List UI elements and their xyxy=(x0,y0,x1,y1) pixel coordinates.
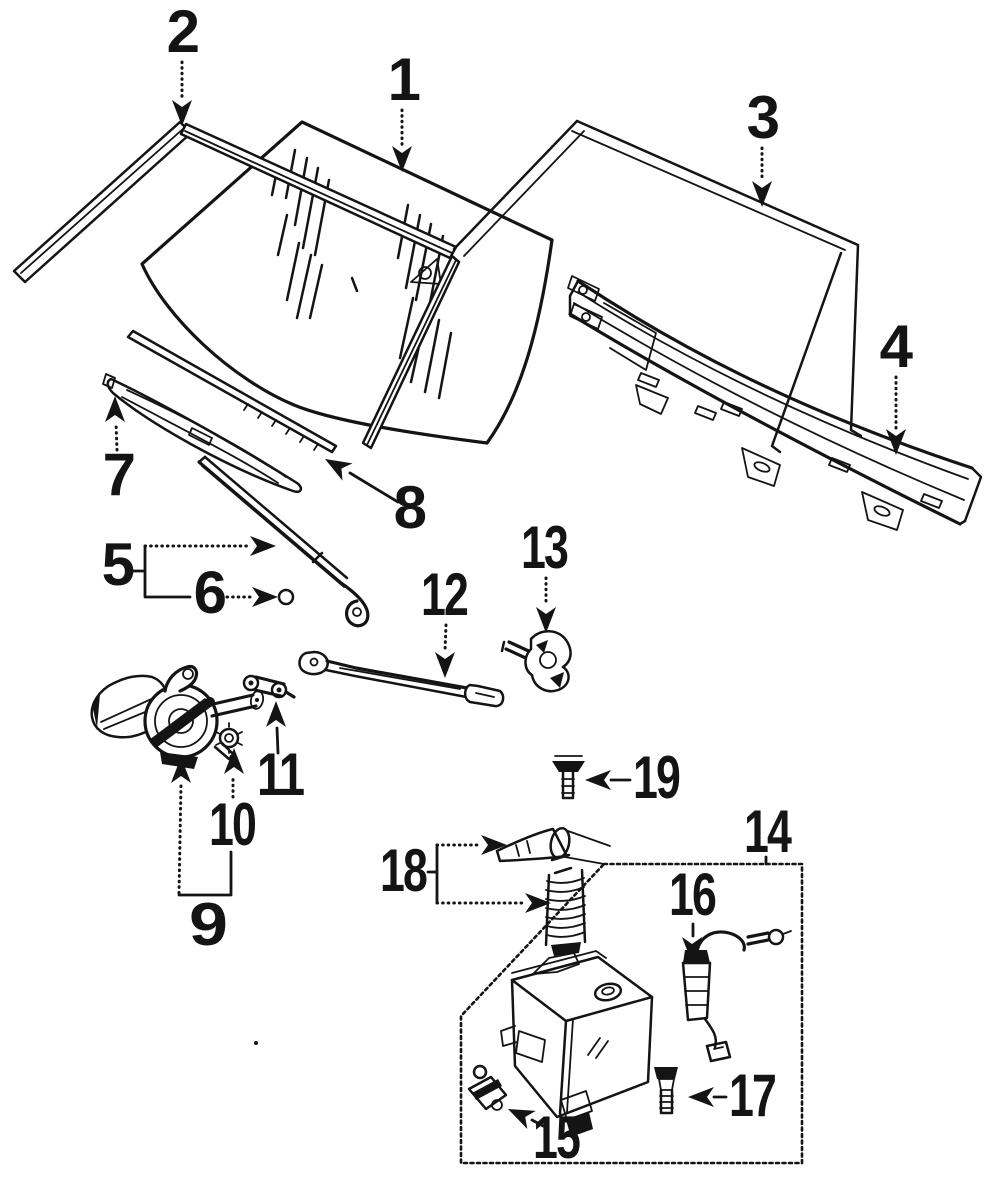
wiper-linkage-rod xyxy=(298,650,505,708)
windshield-molding xyxy=(12,120,458,285)
callout-16: 16 xyxy=(669,861,718,963)
washer-reservoir-tank xyxy=(500,950,654,1137)
motor-crank-link xyxy=(242,674,296,699)
wiper-blade xyxy=(102,373,303,493)
callout-19: 19 xyxy=(585,744,682,811)
callout-9: 9 xyxy=(171,757,233,958)
part-label-9: 9 xyxy=(189,891,226,958)
wiper-pivot-assembly xyxy=(500,630,572,693)
washer-pump xyxy=(681,928,792,1063)
part-label-7: 7 xyxy=(103,441,134,508)
part-label-17: 17 xyxy=(729,1062,775,1129)
part-label-15: 15 xyxy=(533,1104,580,1171)
wiper-pivot-cap xyxy=(277,588,295,606)
part-label-8: 8 xyxy=(394,474,426,541)
callout-13: 13 xyxy=(521,514,570,633)
cowl-reinforcement xyxy=(567,275,983,531)
part-label-19: 19 xyxy=(633,744,680,811)
reservoir-grommet-bolt xyxy=(654,1067,678,1115)
part-label-3: 3 xyxy=(747,84,779,151)
part-label-4: 4 xyxy=(880,313,914,380)
callout-12: 12 xyxy=(421,561,470,678)
molding-joint-clip xyxy=(410,258,442,285)
part-label-5: 5 xyxy=(102,531,134,598)
callout-1: 1 xyxy=(388,46,422,172)
callout-6: 6 xyxy=(194,559,278,626)
callout-14: 14 xyxy=(744,798,795,866)
stray-mark xyxy=(254,1041,258,1045)
callout-18: 18 xyxy=(380,835,551,913)
arrowhead xyxy=(392,146,412,172)
part-label-1: 1 xyxy=(388,46,420,113)
part-label-2: 2 xyxy=(167,0,198,65)
part-label-16: 16 xyxy=(669,861,716,928)
part-label-14: 14 xyxy=(744,798,792,865)
callout-10: 10 xyxy=(209,748,258,858)
part-label-11: 11 xyxy=(257,741,304,808)
wiper-motor xyxy=(90,664,265,769)
wiper-blade-insert xyxy=(126,329,338,454)
reservoir-assembly-box xyxy=(459,862,804,1165)
part-label-6: 6 xyxy=(194,559,226,626)
bellows-hose xyxy=(544,853,587,956)
callout-7: 7 xyxy=(103,396,136,508)
part-label-13: 13 xyxy=(521,514,568,581)
motor-mount-nut xyxy=(215,722,243,754)
callout-11: 11 xyxy=(257,701,306,808)
windshield-weatherstrip xyxy=(361,119,863,454)
mounting-screw xyxy=(552,755,585,800)
callout-17: 17 xyxy=(688,1062,778,1129)
washer-pump-lower xyxy=(467,1064,508,1111)
wiper-arm xyxy=(197,455,370,628)
part-label-12: 12 xyxy=(421,561,467,628)
callout-15: 15 xyxy=(508,1104,582,1171)
callout-5: 5 xyxy=(102,531,276,599)
callout-4: 4 xyxy=(880,313,916,455)
callout-8: 8 xyxy=(325,459,428,541)
windshield-glass xyxy=(140,120,554,445)
part-label-18: 18 xyxy=(380,837,427,904)
callout-2: 2 xyxy=(167,0,200,126)
callout-3: 3 xyxy=(747,84,781,207)
part-label-10: 10 xyxy=(209,791,255,858)
